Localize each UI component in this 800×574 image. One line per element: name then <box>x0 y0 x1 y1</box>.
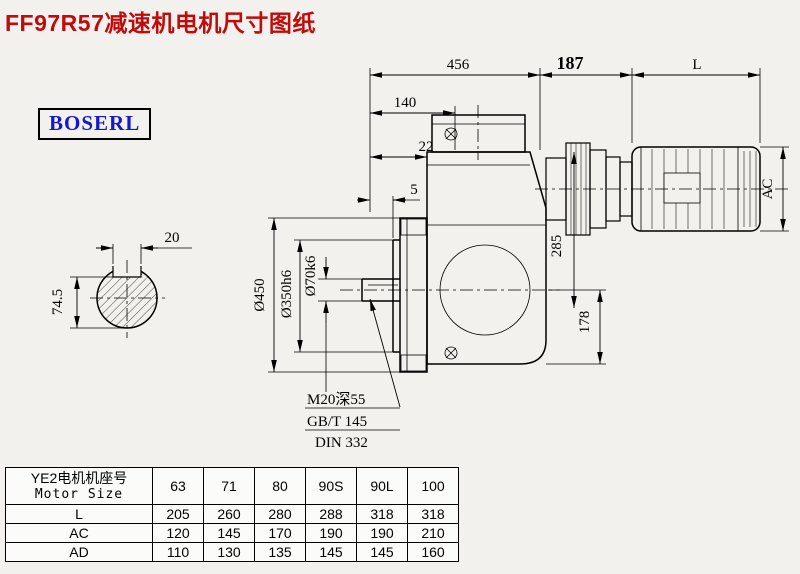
bolt-symbol-top <box>444 127 458 141</box>
bolt-symbol-bottom <box>444 346 458 360</box>
note-gbt-standard: GB/T 145 <box>307 414 367 430</box>
dimension-labels: 456 187 L 140 22 5 285 178 AC Ø450 Ø350h… <box>50 53 776 451</box>
note-m20-thread: M20深55 <box>307 391 365 408</box>
table-cell: 110 <box>152 542 204 562</box>
table-cell: 288 <box>305 504 357 524</box>
table-col-71: 71 <box>203 467 255 505</box>
housing-top-cap <box>431 114 526 153</box>
motor-nameplate <box>663 172 701 204</box>
dim-187: 187 <box>557 53 584 73</box>
gear-housing <box>426 151 547 365</box>
dimension-lines <box>268 68 789 431</box>
table-col-90l: 90L <box>356 467 408 505</box>
dim-L: L <box>692 57 701 73</box>
dim-285: 285 <box>549 235 565 258</box>
header-en: Motor Size <box>34 486 124 502</box>
table-row-L: L 205 260 280 288 318 318 <box>5 504 459 524</box>
flange-spigot <box>392 239 400 353</box>
dim-d350: Ø350h6 <box>279 269 295 318</box>
dim-456: 456 <box>447 57 470 73</box>
dim-d450: Ø450 <box>252 278 268 311</box>
mounting-flange <box>399 217 428 373</box>
table-col-63: 63 <box>152 467 204 505</box>
table-cell: 318 <box>407 504 459 524</box>
table-cell: 190 <box>305 523 357 543</box>
table-header-motor-size: YE2电机机座号 Motor Size <box>5 467 153 505</box>
row-label-AC: AC <box>5 523 153 543</box>
row-label-AD: AD <box>5 542 153 562</box>
centerlines <box>340 105 790 291</box>
page-title: FF97R57减速机电机尺寸图纸 <box>5 10 316 36</box>
reducer-front-view <box>361 114 547 373</box>
brand-logo: BOSERL <box>38 108 152 140</box>
dim-178: 178 <box>577 311 593 334</box>
row-label-L: L <box>5 504 153 524</box>
table-cell: 130 <box>203 542 255 562</box>
dim-AC: AC <box>760 179 776 200</box>
motor-size-table: YE2电机机座号 Motor Size 63 71 80 90S 90L 100… <box>5 467 459 562</box>
table-cell: 120 <box>152 523 204 543</box>
dim-20: 20 <box>165 230 180 246</box>
header-cn: YE2电机机座号 <box>30 469 128 486</box>
table-cell: 205 <box>152 504 204 524</box>
table-cell: 210 <box>407 523 459 543</box>
table-header-row: YE2电机机座号 Motor Size 63 71 80 90S 90L 100 <box>5 467 459 505</box>
table-cell: 145 <box>356 542 408 562</box>
table-row-AD: AD 110 130 135 145 145 160 <box>5 542 459 562</box>
table-cell: 145 <box>203 523 255 543</box>
table-cell: 145 <box>305 542 357 562</box>
table-cell: 260 <box>203 504 255 524</box>
dim-74-5: 74.5 <box>50 289 66 315</box>
dim-5: 5 <box>410 182 418 198</box>
table-col-80: 80 <box>254 467 306 505</box>
table-cell: 170 <box>254 523 306 543</box>
table-col-100: 100 <box>407 467 459 505</box>
table-cell: 190 <box>356 523 408 543</box>
table-cell: 160 <box>407 542 459 562</box>
table-cell: 135 <box>254 542 306 562</box>
shaft-section-view <box>70 244 192 338</box>
table-cell: 318 <box>356 504 408 524</box>
dim-d70: Ø70k6 <box>303 255 319 296</box>
table-row-AC: AC 120 145 170 190 190 210 <box>5 523 459 543</box>
dim-22: 22 <box>419 139 434 155</box>
table-cell: 280 <box>254 504 306 524</box>
dim-140: 140 <box>394 95 417 111</box>
note-din-standard: DIN 332 <box>315 435 368 451</box>
table-col-90s: 90S <box>305 467 357 505</box>
